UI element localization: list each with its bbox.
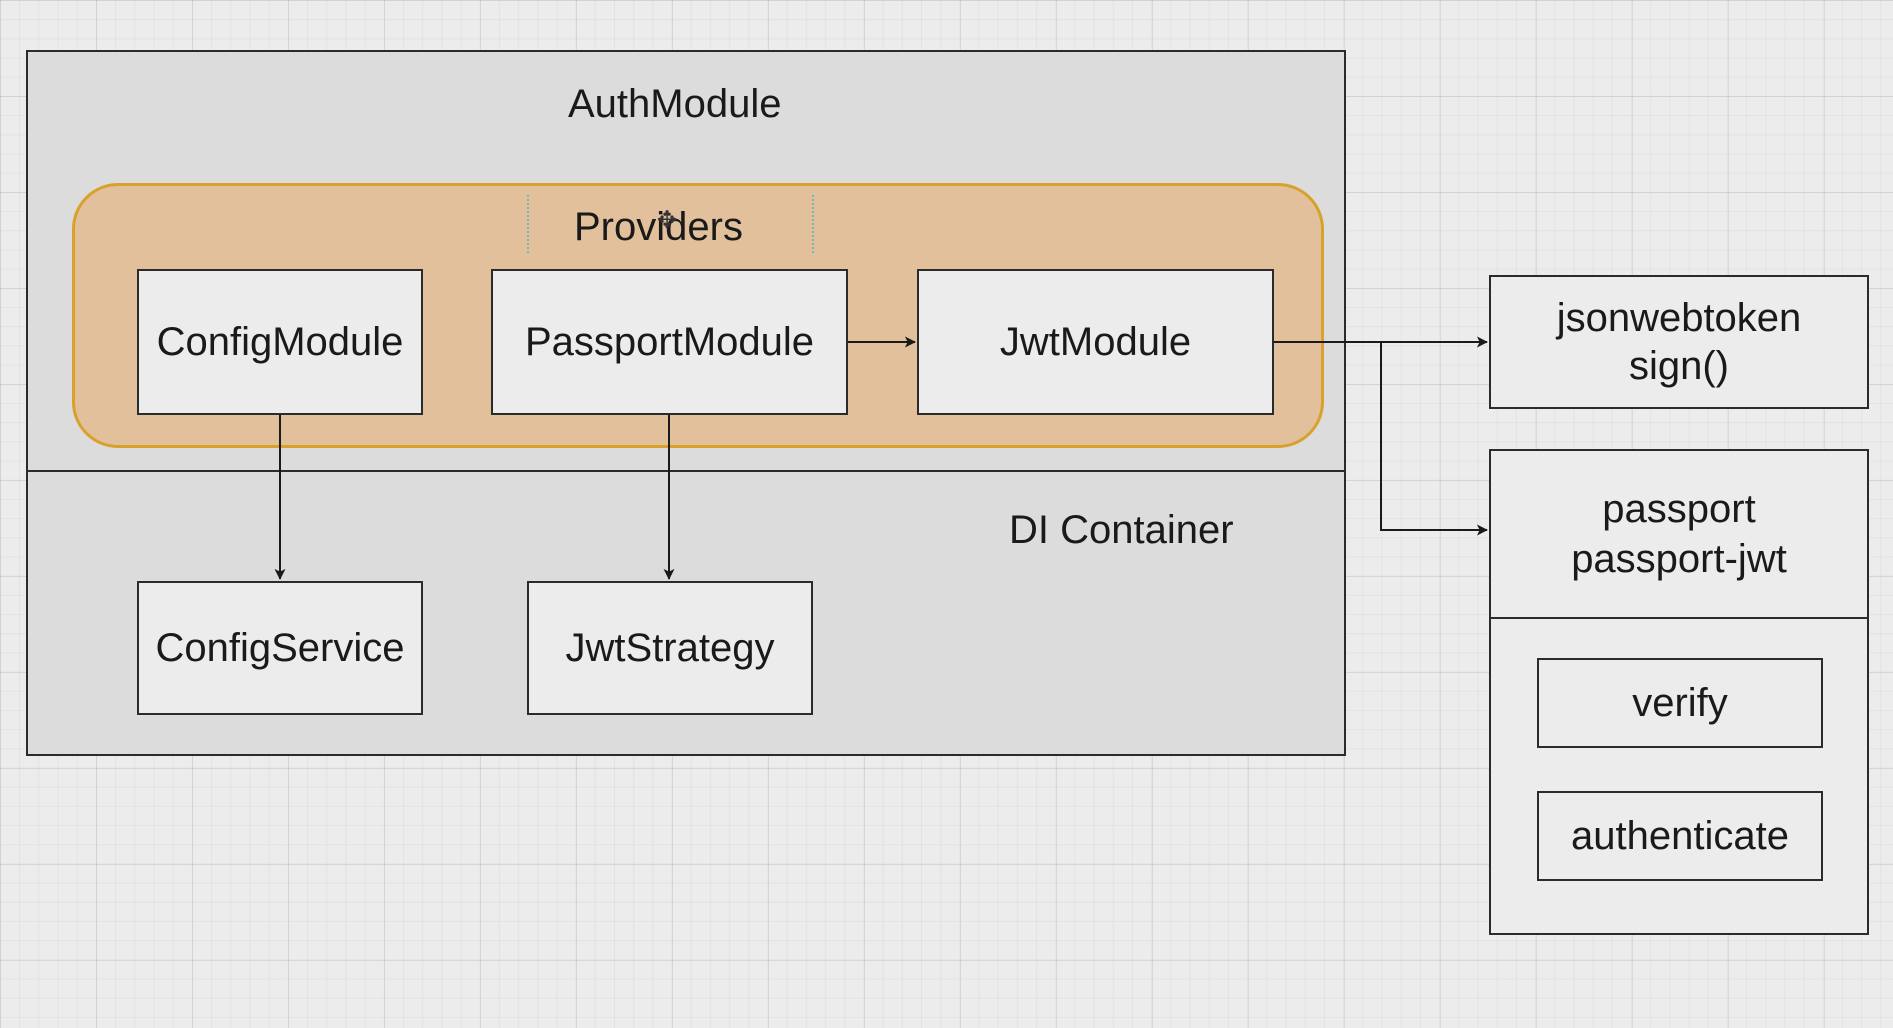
passport-module-label: PassportModule [524,320,815,364]
passport-name: passport [1602,487,1756,531]
selection-marker-left [527,195,533,253]
verify-label: verify [1632,681,1728,725]
jsonwebtoken-box[interactable]: jsonwebtoken sign() [1489,275,1869,409]
config-service-box[interactable]: ConfigService [137,581,423,715]
jwt-strategy-label: JwtStrategy [565,626,775,670]
authenticate-box[interactable]: authenticate [1537,791,1823,881]
verify-box[interactable]: verify [1537,658,1823,748]
di-container-title: DI Container [1009,508,1234,552]
jsonwebtoken-sign: sign() [1628,344,1730,388]
config-service-label: ConfigService [155,626,405,670]
top-fragment [50,0,270,7]
jsonwebtoken-name: jsonwebtoken [1556,296,1802,340]
move-cursor-icon: ✥ [657,207,678,234]
passport-panel[interactable]: passport passport-jwt verify authenticat… [1489,449,1869,935]
jwt-module-box[interactable]: JwtModule [917,269,1274,415]
config-module-label: ConfigModule [156,320,404,364]
auth-module-title: AuthModule [568,82,782,126]
jwt-module-label: JwtModule [999,320,1192,364]
passport-module-box[interactable]: PassportModule [491,269,848,415]
di-container-divider [28,470,1344,472]
jwt-strategy-box[interactable]: JwtStrategy [527,581,813,715]
arrow-jwt-to-passport [1380,342,1488,536]
selection-marker-right [812,195,818,253]
providers-title: Providers [574,205,743,249]
config-module-box[interactable]: ConfigModule [137,269,423,415]
authenticate-label: authenticate [1571,814,1789,858]
passport-jwt-name: passport-jwt [1571,537,1787,581]
passport-panel-header: passport passport-jwt [1491,451,1867,619]
